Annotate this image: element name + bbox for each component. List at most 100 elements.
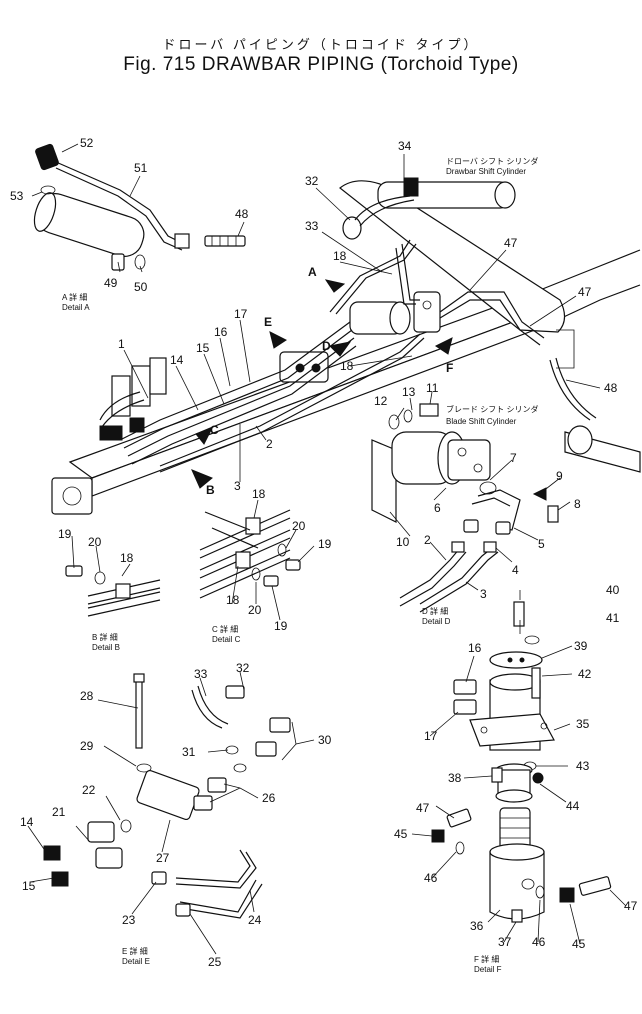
detail-f-drawing: [431, 601, 612, 923]
detail-d-drawing: [371, 403, 559, 613]
part-label: 35: [576, 717, 590, 731]
view-arrow-e: [269, 331, 287, 349]
part-label: 32: [236, 661, 250, 675]
detail-b-drawing: [65, 565, 161, 617]
drawbar-shift-cylinder-ja: ドローバ シフト シリンダ: [446, 156, 538, 166]
view-arrow-e-label: E: [264, 315, 272, 329]
part-number-labels: 52 53 51 48 49 50 34 32 33 18 47 47 48 1…: [10, 136, 638, 969]
view-arrow-d-label: D: [322, 339, 331, 353]
part-label: 14: [170, 353, 184, 367]
part-label: 18: [340, 359, 354, 373]
part-label: 20: [292, 519, 306, 533]
part-label: 17: [424, 729, 438, 743]
part-label: 20: [88, 535, 102, 549]
fig-label: Fig. 715: [123, 54, 196, 75]
valve-fittings-left: [99, 357, 167, 441]
part-label: 20: [248, 603, 262, 617]
main-pipe-bundle: [119, 195, 545, 473]
detail-c-label-en: Detail C: [212, 635, 241, 644]
view-arrow-b-label: B: [206, 483, 215, 497]
part-label: 34: [398, 139, 412, 153]
part-label: 53: [10, 189, 24, 203]
part-label: 48: [235, 207, 249, 221]
view-arrow-f: [435, 337, 453, 355]
detail-b-label-ja: B 詳 細: [92, 632, 118, 642]
part-label: 8: [574, 497, 581, 511]
part-label: 4: [512, 563, 519, 577]
detail-b-label-en: Detail B: [92, 643, 120, 652]
part-label: 19: [274, 619, 288, 633]
view-arrow-c: [195, 427, 214, 445]
part-label: 47: [504, 236, 518, 250]
part-label: 10: [396, 535, 410, 549]
part-label: 23: [122, 913, 136, 927]
view-arrow-a-label: A: [308, 265, 317, 279]
part-label: 3: [480, 587, 487, 601]
part-label: 18: [120, 551, 134, 565]
part-label: 25: [208, 955, 222, 969]
part-label: 46: [424, 871, 438, 885]
part-label: 47: [624, 899, 638, 913]
part-label: 41: [606, 611, 620, 625]
part-label: 18: [252, 487, 266, 501]
detail-f-label-en: Detail F: [474, 965, 502, 974]
part-label: 15: [22, 879, 36, 893]
title-japanese: ドローバ パイピング（トロコイド タイプ）: [162, 37, 480, 52]
part-label: 14: [20, 815, 34, 829]
part-label: 47: [416, 801, 430, 815]
part-label: 45: [394, 827, 408, 841]
detail-e-drawing: [43, 673, 291, 919]
part-label: 36: [470, 919, 484, 933]
part-label: 18: [226, 593, 240, 607]
part-label: 26: [262, 791, 276, 805]
part-label: 17: [234, 307, 248, 321]
view-arrows: A B C D E F: [191, 265, 453, 497]
detail-a-label-en: Detail A: [62, 303, 90, 312]
part-label: 1: [118, 337, 125, 351]
part-label: 33: [194, 667, 208, 681]
blade-shift-cylinder-ja: ブレード シフト シリンダ: [446, 404, 538, 414]
blade-shift-cylinder-en: Blade Shift Cylinder: [446, 417, 517, 426]
part-label: 16: [214, 325, 228, 339]
part-label: 22: [82, 783, 96, 797]
view-arrow-b: [191, 469, 213, 489]
detail-a-drawing: [33, 143, 246, 271]
part-label: 44: [566, 799, 580, 813]
part-label: 52: [80, 136, 94, 150]
part-label: 47: [578, 285, 592, 299]
part-label: 43: [576, 759, 590, 773]
part-label: 28: [80, 689, 94, 703]
swivel-joint-main: [279, 291, 441, 383]
part-label: 50: [134, 280, 148, 294]
view-arrow-d: [328, 341, 352, 357]
part-label: 3: [234, 479, 241, 493]
part-label: 12: [374, 394, 388, 408]
title-main: DRAWBAR PIPING: [201, 54, 375, 75]
detail-a-label-ja: A 詳 細: [62, 292, 87, 302]
blade-shift-cylinder: [549, 357, 641, 473]
detail-c-label-ja: C 詳 細: [212, 624, 238, 634]
part-label: 24: [248, 913, 262, 927]
part-label: 5: [538, 537, 545, 551]
part-label: 33: [305, 219, 319, 233]
part-label: 13: [402, 385, 416, 399]
part-label: 45: [572, 937, 586, 951]
part-label: 19: [318, 537, 332, 551]
part-label: 21: [52, 805, 66, 819]
part-label: 18: [333, 249, 347, 263]
view-arrow-c-label: C: [210, 423, 219, 437]
part-label: 37: [498, 935, 512, 949]
part-label: 6: [434, 501, 441, 515]
detail-f-label-ja: F 詳 細: [474, 954, 499, 964]
part-label: 42: [578, 667, 592, 681]
part-label: 40: [606, 583, 620, 597]
view-arrow-f-label: F: [446, 361, 453, 375]
part-label: 32: [305, 174, 319, 188]
part-label: 9: [556, 469, 563, 483]
title-type: (Torchoid Type): [380, 54, 519, 75]
detail-d-label-en: Detail D: [422, 617, 451, 626]
part-label: 11: [426, 381, 439, 395]
detail-e-label-en: Detail E: [122, 957, 150, 966]
part-label: 46: [532, 935, 546, 949]
